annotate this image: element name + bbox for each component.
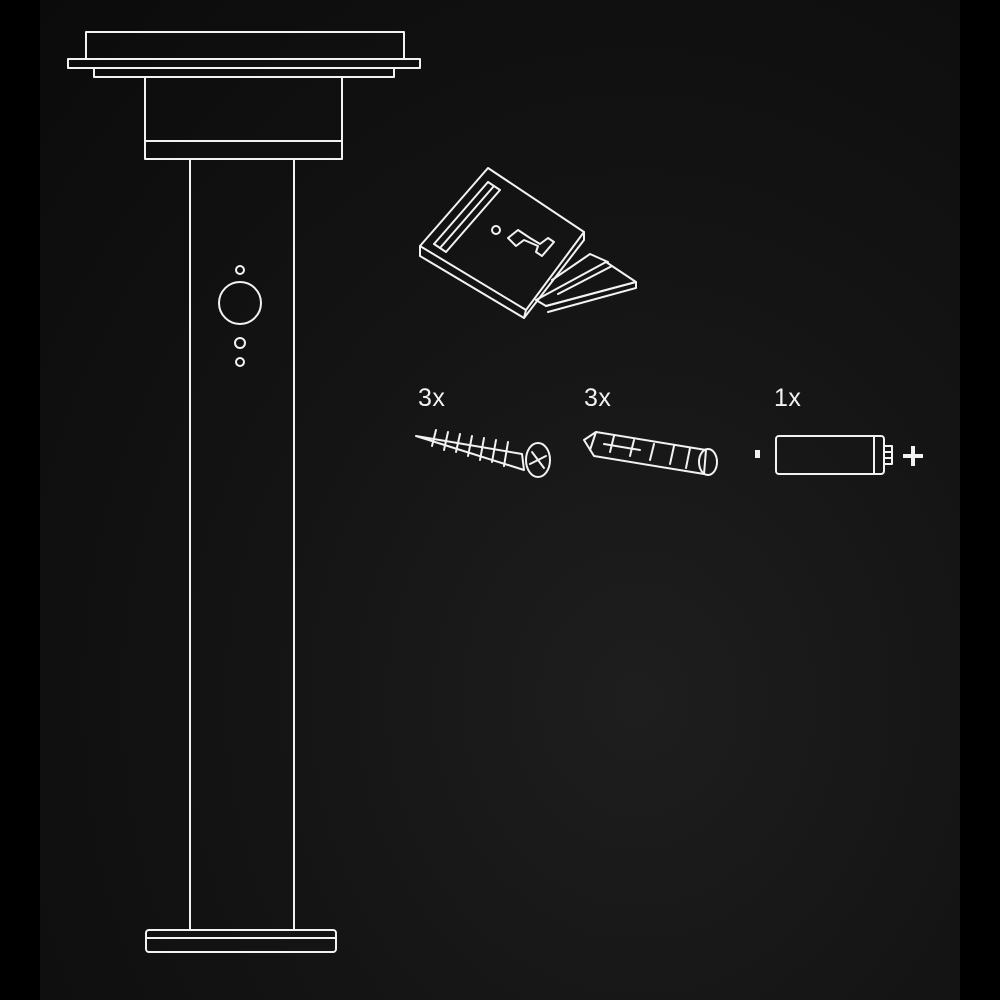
wall-plug-quantity-label: 3x <box>584 384 612 412</box>
instruction-manual-icon <box>419 167 637 319</box>
screw-quantity-label: 3x <box>418 384 446 412</box>
wall-plug-icon <box>583 431 718 476</box>
bollard-lamp-icon <box>67 31 421 953</box>
battery-icon <box>755 435 923 475</box>
motion-sensor-icon <box>218 265 262 367</box>
battery-minus-sign <box>755 450 760 458</box>
screw-icon <box>415 429 551 478</box>
battery-plus-sign <box>903 446 923 466</box>
cardboard-background <box>40 0 960 1000</box>
battery-quantity-label: 1x <box>774 384 802 412</box>
